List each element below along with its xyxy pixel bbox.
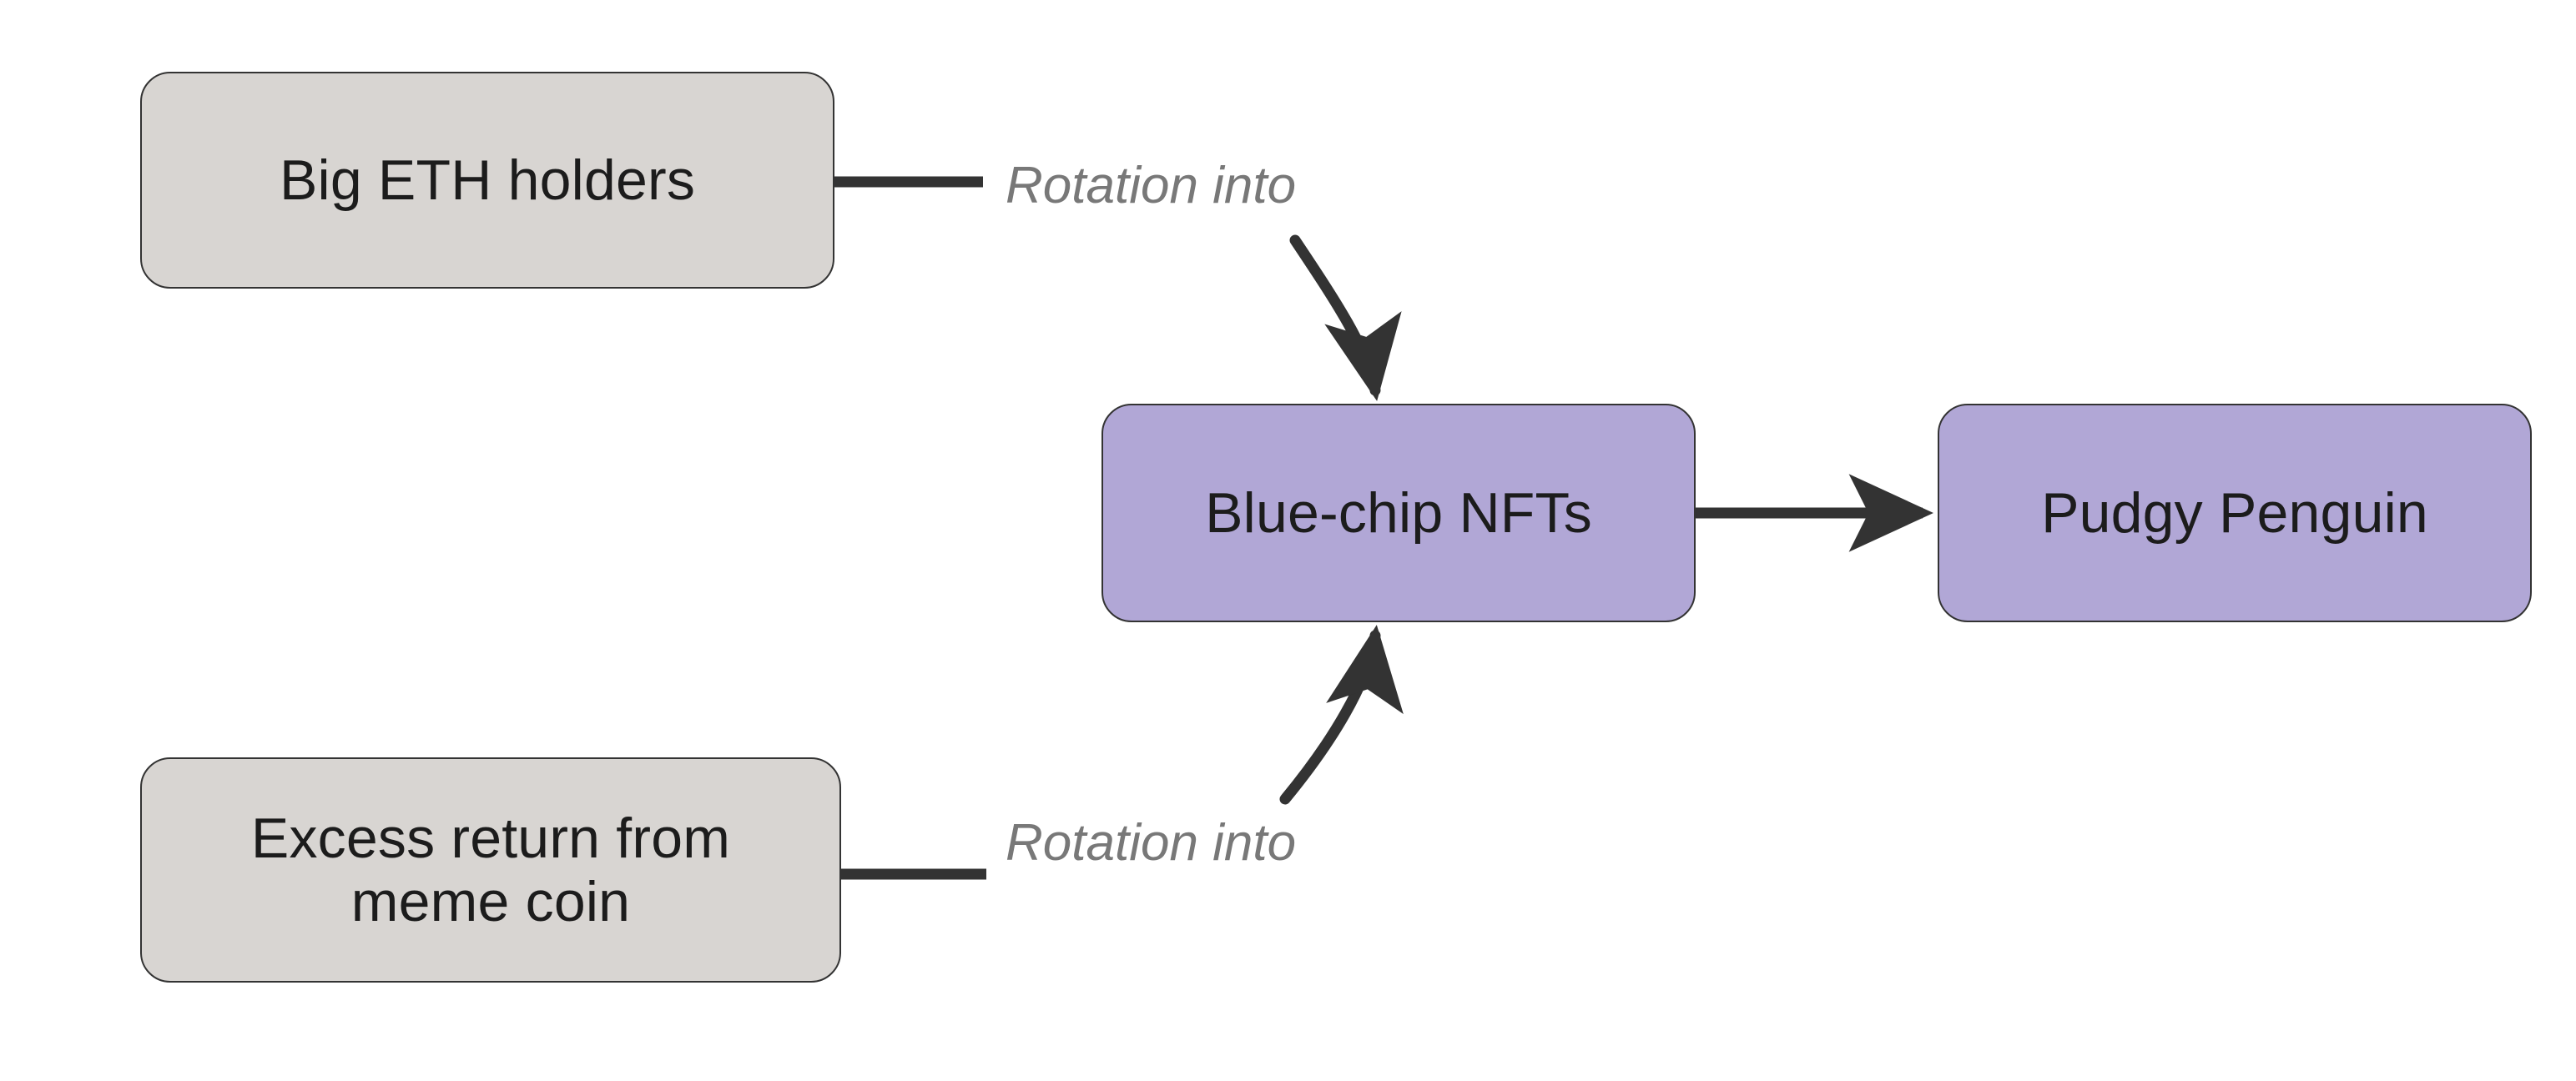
node-label-big-eth-holders: Big ETH holders: [279, 148, 696, 212]
node-label-excess-return-meme-coin: Excess return from meme coin: [250, 806, 731, 933]
node-big-eth-holders[interactable]: Big ETH holders: [140, 72, 834, 289]
node-blue-chip-nfts[interactable]: Blue-chip NFTs: [1101, 404, 1696, 622]
node-label-pudgy-penguin: Pudgy Penguin: [2041, 480, 2428, 545]
node-pudgy-penguin[interactable]: Pudgy Penguin: [1938, 404, 2532, 622]
node-label-blue-chip-nfts: Blue-chip NFTs: [1205, 480, 1592, 545]
edge-label-meme-to-nfts: Rotation into: [1006, 814, 1297, 872]
node-excess-return-meme-coin[interactable]: Excess return from meme coin: [140, 757, 841, 983]
edge-curve-eth-to-nfts: [1289, 234, 1402, 401]
edge-curve-meme-to-nfts: [1279, 625, 1404, 805]
edge-label-eth-to-nfts: Rotation into: [1006, 157, 1297, 214]
